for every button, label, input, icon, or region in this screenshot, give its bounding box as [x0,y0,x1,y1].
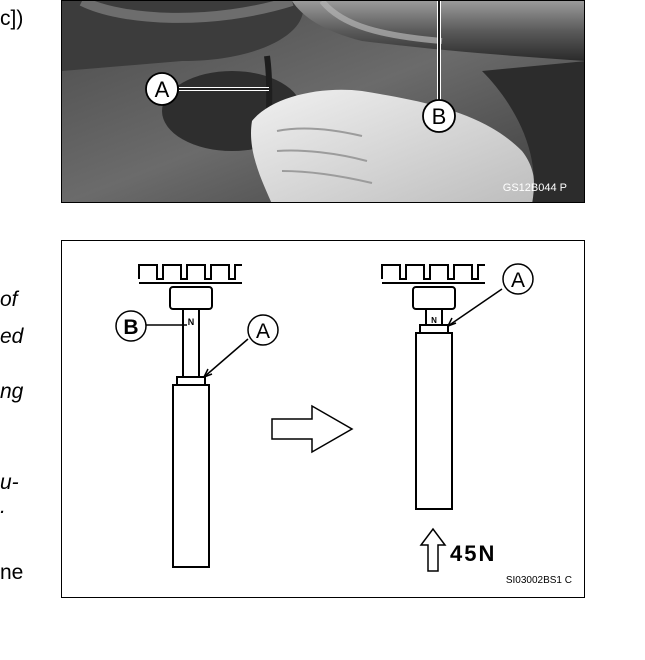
text-fragment-5: u- [0,471,19,494]
diagram-panel: B A A N N 45N SI03002BS1 C [61,240,585,598]
left-gear-teeth [138,264,242,280]
photo-panel: A B GS12B044 P [61,0,585,203]
right-collar [419,324,449,334]
force-arrow-icon [419,527,447,572]
left-callout-a-label: A [256,320,270,343]
left-callout-circle-b [115,310,147,342]
text-fragment-6: . [0,495,6,518]
callout-b-label: B [432,104,447,129]
force-value: 45N [450,541,496,566]
callout-circle-a [145,72,179,106]
callout-a-label: A [155,77,170,102]
text-fragment-3: ed [0,325,24,348]
left-n-mark: N [188,317,195,327]
right-cap [412,286,456,310]
left-body [172,384,210,568]
transition-arrow-icon [271,404,354,454]
diagram-illustration: B A A N N 45N SI03002BS1 C [115,263,572,586]
right-gear-teeth [381,264,485,280]
text-fragment-4: ng [0,380,24,403]
left-callout-circle-a [247,314,279,346]
photo-illustration: A B GS12B044 P [62,1,584,202]
right-n-mark: N [431,316,437,325]
right-callout-circle-a [502,263,534,295]
left-cap [169,286,213,310]
callout-circle-b [422,99,456,133]
left-collar [176,376,206,386]
left-callout-b-label: B [123,316,138,339]
text-fragment-1: c]) [0,7,24,30]
text-fragment-7: ne [0,561,24,584]
right-callout-a-label: A [511,269,525,292]
diagram-code: SI03002BS1 C [506,575,572,586]
right-body [415,332,453,510]
text-fragment-2: of [0,288,18,311]
photo-code: GS12B044 P [503,182,567,194]
